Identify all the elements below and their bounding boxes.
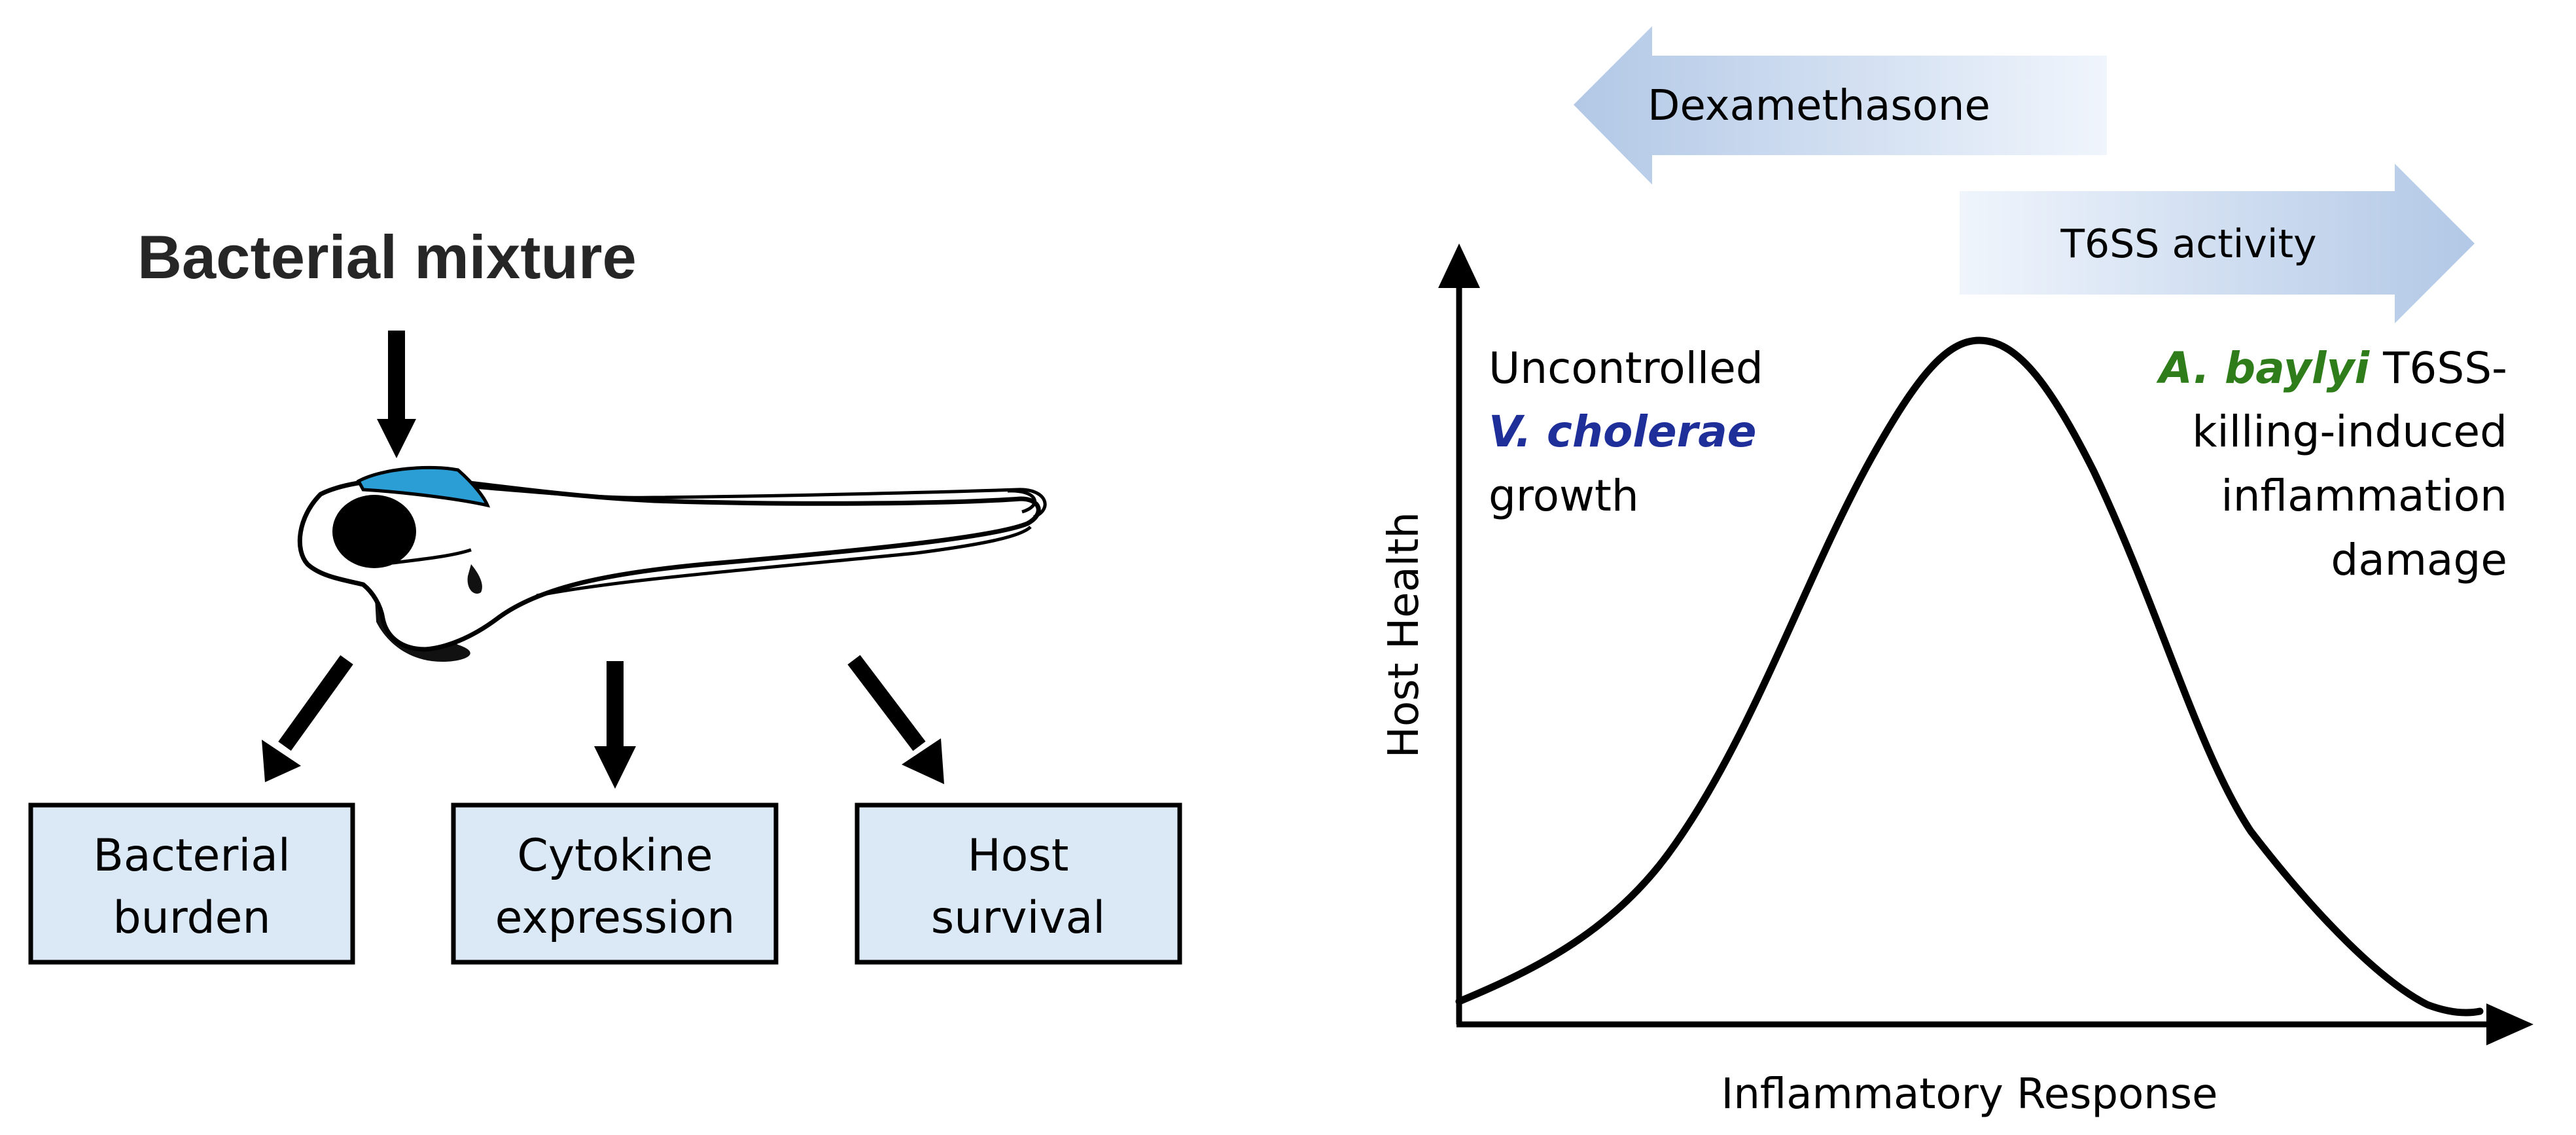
y-axis xyxy=(1438,243,1480,1024)
annotation-right-line3: inflammation xyxy=(2221,471,2507,521)
outcome-cytokine-line2: expression xyxy=(495,892,735,944)
t6ss-activity-arrow: T6SS activity xyxy=(1960,164,2475,323)
host-health-curve xyxy=(1455,336,2484,1017)
dexamethasone-arrow: Dexamethasone xyxy=(1574,26,2107,185)
outcome-box-burden: Bacterial burden xyxy=(28,802,355,965)
input-arrow xyxy=(377,331,416,458)
fish-eye xyxy=(332,495,416,568)
outcome-cytokine-line1: Cytokine xyxy=(517,830,713,882)
outcome-survival-line2: survival xyxy=(931,892,1105,944)
outcome-box-survival: Host survival xyxy=(855,802,1182,965)
x-axis xyxy=(1456,1003,2533,1045)
annotation-right-line1-rest: T6SS- xyxy=(2369,343,2507,393)
right-panel: Dexamethasone T6SS activity Host Health … xyxy=(1380,26,2533,1119)
outcome-arrow-cytokine xyxy=(594,661,636,789)
outcome-arrow-burden xyxy=(262,655,353,782)
annotation-right: A. baylyi T6SS- killing-induced inflamma… xyxy=(2156,343,2507,585)
outcome-box-cytokine: Cytokine expression xyxy=(451,802,779,965)
outcome-arrow-survival xyxy=(847,655,944,784)
y-axis-label: Host Health xyxy=(1380,512,1428,758)
outcome-survival-line1: Host xyxy=(968,830,1069,882)
annotation-left-species: V. cholerae xyxy=(1489,406,1757,457)
x-axis-label: Inflammatory Response xyxy=(1721,1070,2217,1119)
t6ss-activity-label: T6SS activity xyxy=(2060,221,2316,267)
annotation-left-line3: growth xyxy=(1489,471,1639,521)
annotation-right-line1: A. baylyi T6SS- xyxy=(2156,343,2507,393)
outcome-burden-line1: Bacterial xyxy=(93,830,291,882)
annotation-left: Uncontrolled V. cholerae growth xyxy=(1489,343,1763,521)
annotation-right-line4: damage xyxy=(2331,535,2507,585)
annotation-right-species: A. baylyi xyxy=(2156,343,2371,393)
left-panel: Bacterial mixture xyxy=(28,223,1182,965)
annotation-left-line1: Uncontrolled xyxy=(1489,343,1763,393)
zebrafish-larva-icon xyxy=(297,465,1047,662)
annotation-right-line2: killing-induced xyxy=(2192,406,2507,457)
outcome-burden-line2: burden xyxy=(113,892,270,944)
mixture-title: Bacterial mixture xyxy=(137,223,637,291)
dexamethasone-label: Dexamethasone xyxy=(1648,82,1990,130)
